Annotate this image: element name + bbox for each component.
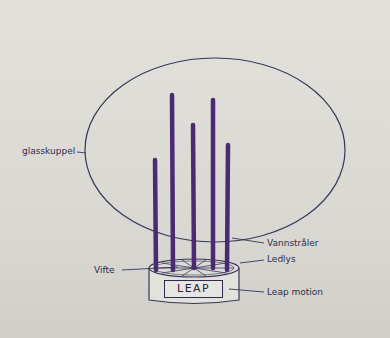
part-label: Leap motion <box>267 287 323 298</box>
part-label: glasskuppel <box>22 146 75 157</box>
water-jets <box>155 95 228 270</box>
device-label: LEAP <box>177 282 210 296</box>
part-label: Ledlys <box>267 254 296 265</box>
device-box: LEAP <box>164 280 223 298</box>
leader-lines <box>77 152 264 292</box>
part-label: Vifte <box>94 265 115 276</box>
part-label: Vannstråler <box>267 238 319 249</box>
